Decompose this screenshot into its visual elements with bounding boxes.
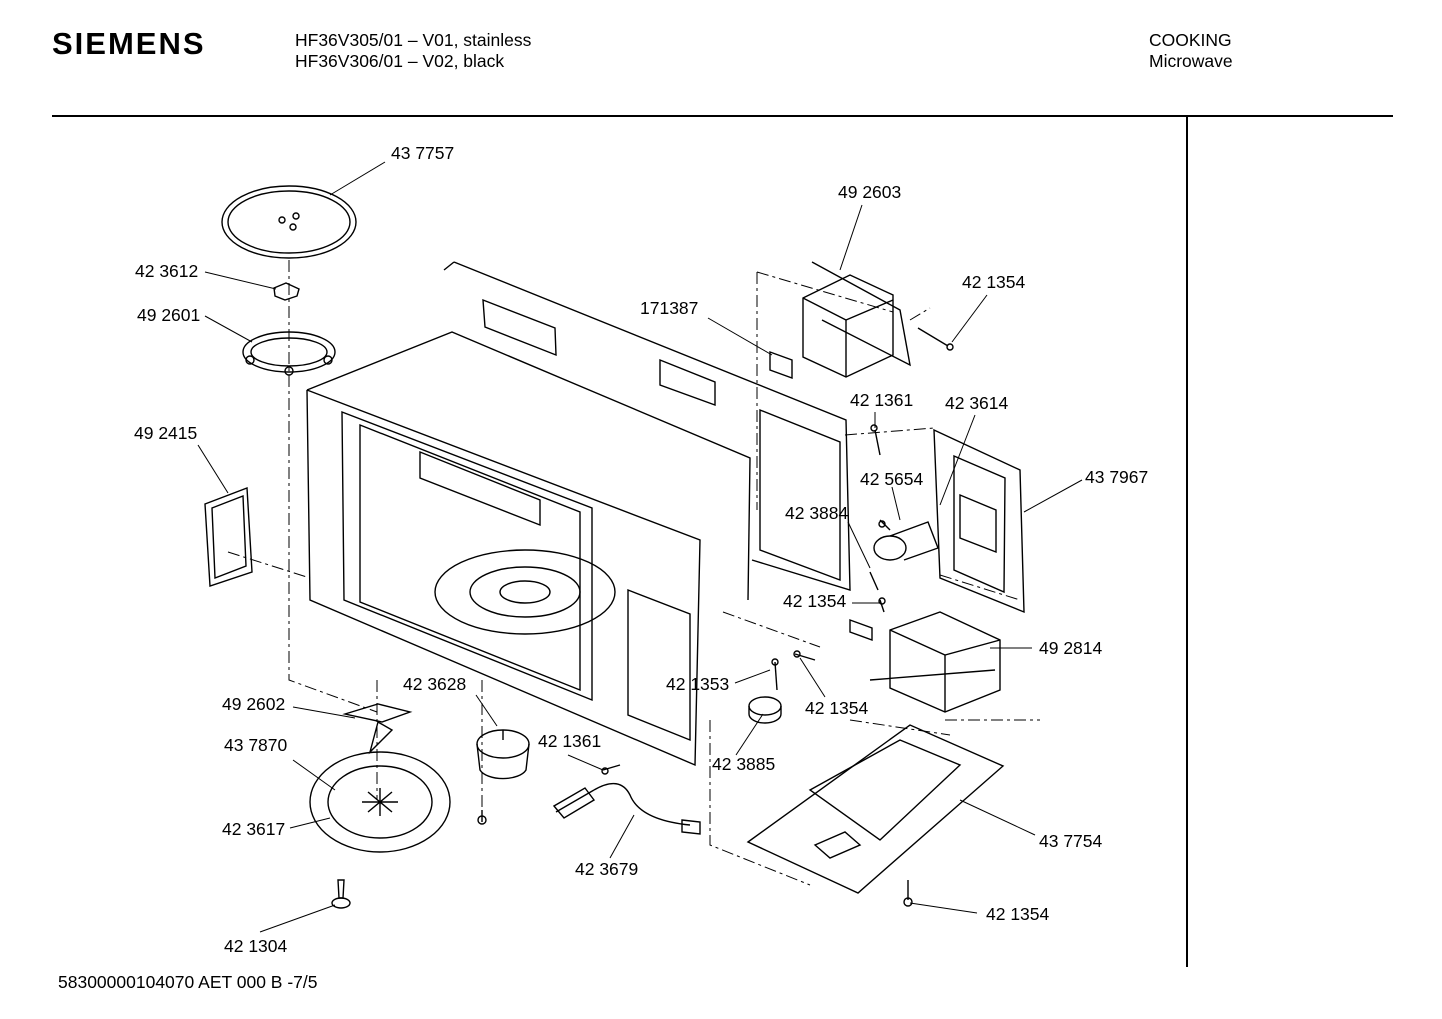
part-label: 42 1354 xyxy=(805,698,869,718)
thermal-fuse xyxy=(748,696,782,724)
part-label: 49 2814 xyxy=(1039,638,1103,658)
part-label: 43 7754 xyxy=(1039,831,1103,851)
screws xyxy=(477,327,954,907)
mounting-bracket xyxy=(933,428,1025,614)
part-label: 49 2415 xyxy=(134,423,197,443)
part-label: 42 1353 xyxy=(666,674,729,694)
side-divider xyxy=(1186,117,1188,967)
part-label: 42 3617 xyxy=(222,819,285,839)
part-label: 42 3679 xyxy=(575,859,638,879)
part-label: 42 1361 xyxy=(538,731,601,751)
model-line-2: HF36V306/01 – V02, black xyxy=(295,51,505,71)
assembly-guides xyxy=(227,260,1040,886)
part-label: 42 1354 xyxy=(783,591,847,611)
part-label: 42 5654 xyxy=(860,469,924,489)
leader-lines xyxy=(197,161,1083,933)
model-list: HF36V305/01 – V01, stainless HF36V306/01… xyxy=(295,30,531,72)
subcategory-label: Microwave xyxy=(1149,51,1233,71)
category-label: COOKING xyxy=(1149,30,1232,50)
turntable-plate xyxy=(221,185,357,259)
magnetron xyxy=(802,261,911,378)
cover-plate xyxy=(204,487,253,587)
capacitor xyxy=(869,521,939,591)
category-block: COOKING Microwave xyxy=(1149,30,1233,72)
document-code: 58300000104070 AET 000 B -7/5 xyxy=(58,972,318,992)
oven-cavity xyxy=(306,261,851,767)
wire-harness xyxy=(552,782,701,835)
part-label: 42 3884 xyxy=(785,503,849,523)
part-label: 42 1354 xyxy=(986,904,1050,924)
part-label: 42 1304 xyxy=(224,936,288,956)
part-label: 42 3614 xyxy=(945,393,1009,413)
rivet xyxy=(331,879,351,909)
coupler-part xyxy=(273,282,300,301)
header-divider xyxy=(52,115,1393,117)
base-plate xyxy=(746,724,1005,894)
part-label: 42 1354 xyxy=(962,272,1026,292)
part-label: 42 3612 xyxy=(135,261,198,281)
model-line-1: HF36V305/01 – V01, stainless xyxy=(295,30,532,50)
part-label: 49 2603 xyxy=(838,182,901,202)
part-label: 42 3885 xyxy=(712,754,775,774)
stirrer-motor xyxy=(476,729,530,780)
transformer xyxy=(849,611,1001,713)
part-label: 49 2602 xyxy=(222,694,285,714)
part-label: 43 7757 xyxy=(391,143,454,163)
part-label: 49 2601 xyxy=(137,305,200,325)
stirrer-cover xyxy=(309,751,451,853)
connector-part xyxy=(769,351,793,379)
part-label: 43 7870 xyxy=(224,735,288,755)
part-label: 43 7967 xyxy=(1085,467,1148,487)
stirrer-blade xyxy=(342,703,413,755)
part-label: 42 1361 xyxy=(850,390,913,410)
brand-logo: SIEMENS xyxy=(52,26,206,61)
part-labels: 43 7757 42 3612 49 2601 49 2415 49 2603 … xyxy=(134,143,1148,956)
part-label: 171387 xyxy=(640,298,698,318)
part-label: 42 3628 xyxy=(403,674,466,694)
